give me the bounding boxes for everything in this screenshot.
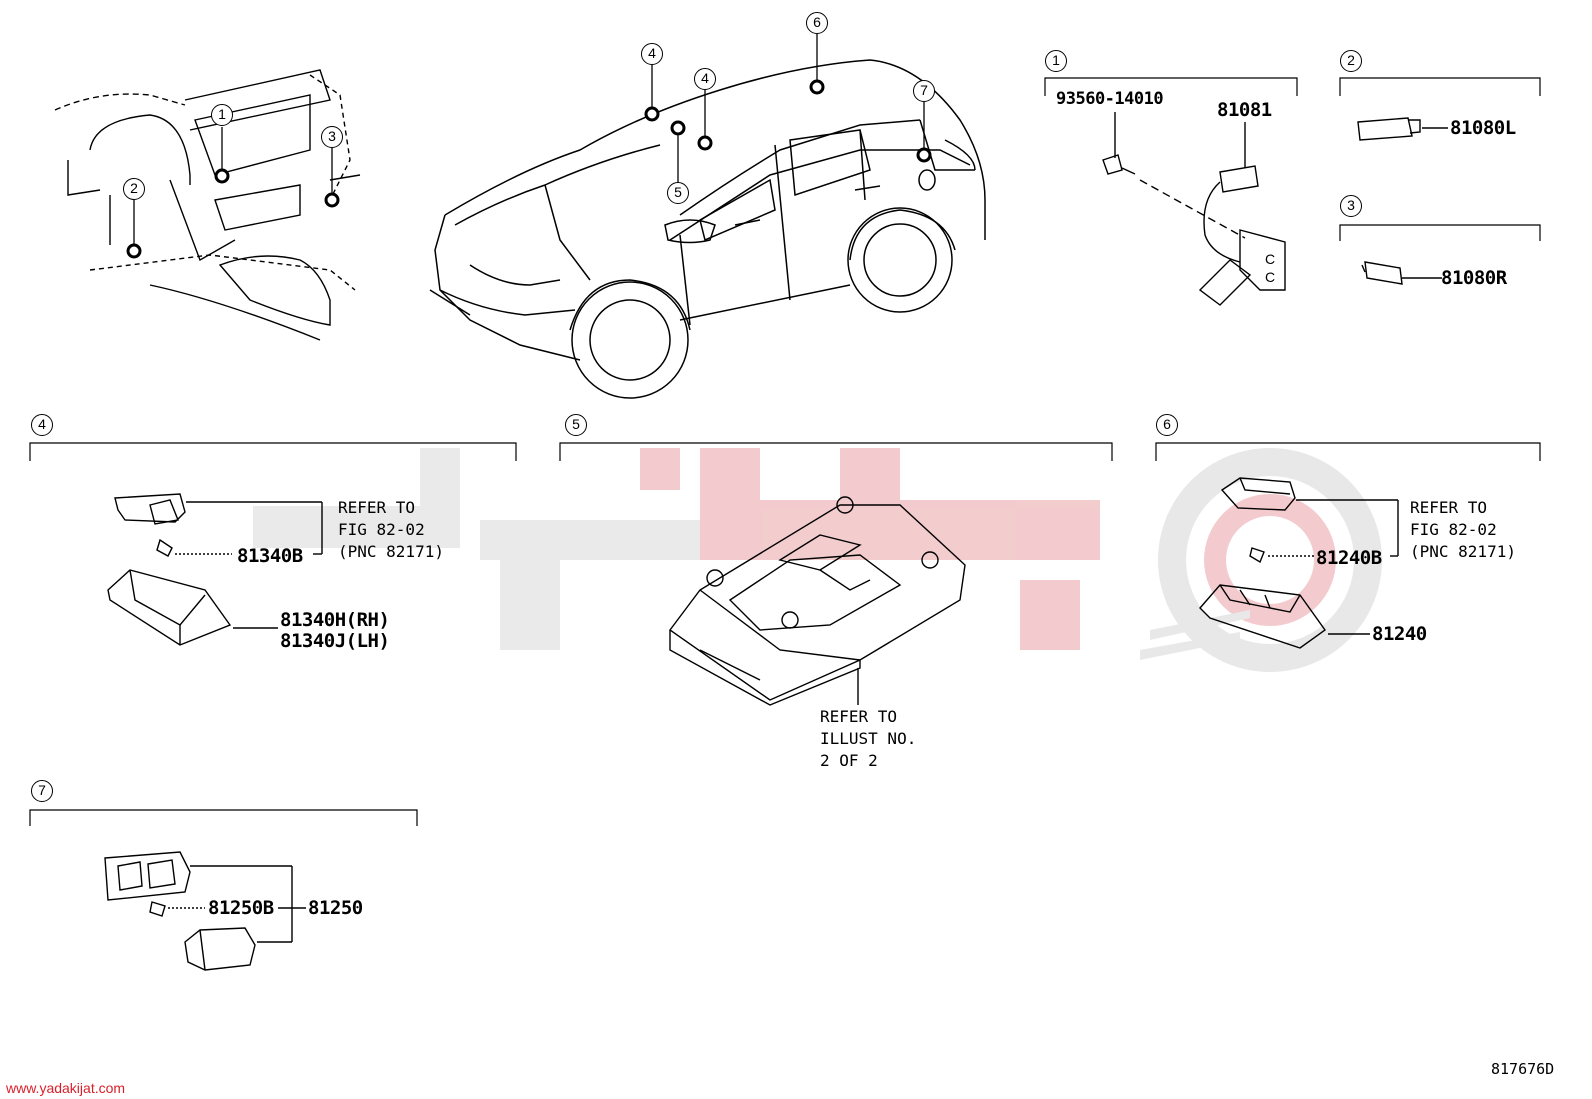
dashboard-illustration: [54, 69, 361, 341]
s6-refer-note: REFER TO FIG 82-02 (PNC 82171): [1410, 498, 1516, 561]
part-number-81340H[interactable]: 81340H(RH): [280, 609, 390, 631]
part-number-81240[interactable]: 81240: [1372, 623, 1427, 645]
dashboard-markers: [126, 168, 340, 259]
section-badge-6: 6: [1156, 414, 1178, 436]
car-callout-7[interactable]: 7: [913, 80, 935, 102]
part-number-93560-14010[interactable]: 93560-14010: [1056, 89, 1164, 109]
s2-drawing: [1357, 117, 1448, 141]
car-callout-5[interactable]: 5: [667, 182, 689, 204]
section-brackets: [29, 77, 1541, 826]
section-badge-7: 7: [31, 780, 53, 802]
section-badge-2: 2: [1340, 50, 1362, 72]
part-number-81250B[interactable]: 81250B: [208, 897, 274, 919]
section-badge-4: 4: [31, 414, 53, 436]
part-number-81080L[interactable]: 81080L: [1450, 117, 1516, 139]
dash-callout-2[interactable]: 2: [123, 178, 145, 200]
s7-drawing: [104, 851, 306, 971]
car-callout-6[interactable]: 6: [806, 12, 828, 34]
s4-refer-note: REFER TO FIG 82-02 (PNC 82171): [338, 498, 444, 561]
part-number-81081[interactable]: 81081: [1217, 99, 1272, 121]
car-callout-4b[interactable]: 4: [694, 68, 716, 90]
s5-drawing: [669, 496, 966, 706]
diagram-code: 817676D: [1491, 1060, 1555, 1078]
dash-callout-1[interactable]: 1: [211, 104, 233, 126]
s6-drawing: [1199, 477, 1399, 649]
part-number-81080R[interactable]: 81080R: [1441, 267, 1507, 289]
s5-refer-note: REFER TO ILLUST NO. 2 OF 2: [820, 707, 917, 770]
car-markers: [644, 79, 932, 163]
watermark-logo: [253, 448, 1382, 672]
part-number-81340B[interactable]: 81340B: [237, 545, 303, 567]
car-callout-4a[interactable]: 4: [641, 43, 663, 65]
s4-drawing: [107, 493, 323, 646]
watermark-site-url[interactable]: www.yadakijat.com: [6, 1080, 126, 1096]
part-number-81250[interactable]: 81250: [308, 897, 363, 919]
svg-text:C: C: [1265, 251, 1275, 267]
svg-text:C: C: [1265, 269, 1275, 285]
car-illustration: [429, 59, 986, 399]
part-number-81340J[interactable]: 81340J(LH): [280, 630, 390, 652]
s1-drawing: C C: [1102, 112, 1286, 306]
section-badge-5: 5: [565, 414, 587, 436]
dash-callout-3[interactable]: 3: [321, 126, 343, 148]
section-badge-3: 3: [1340, 195, 1362, 217]
section-badge-1: 1: [1045, 50, 1067, 72]
s3-drawing: [1361, 261, 1442, 285]
part-number-81240B[interactable]: 81240B: [1316, 547, 1382, 569]
